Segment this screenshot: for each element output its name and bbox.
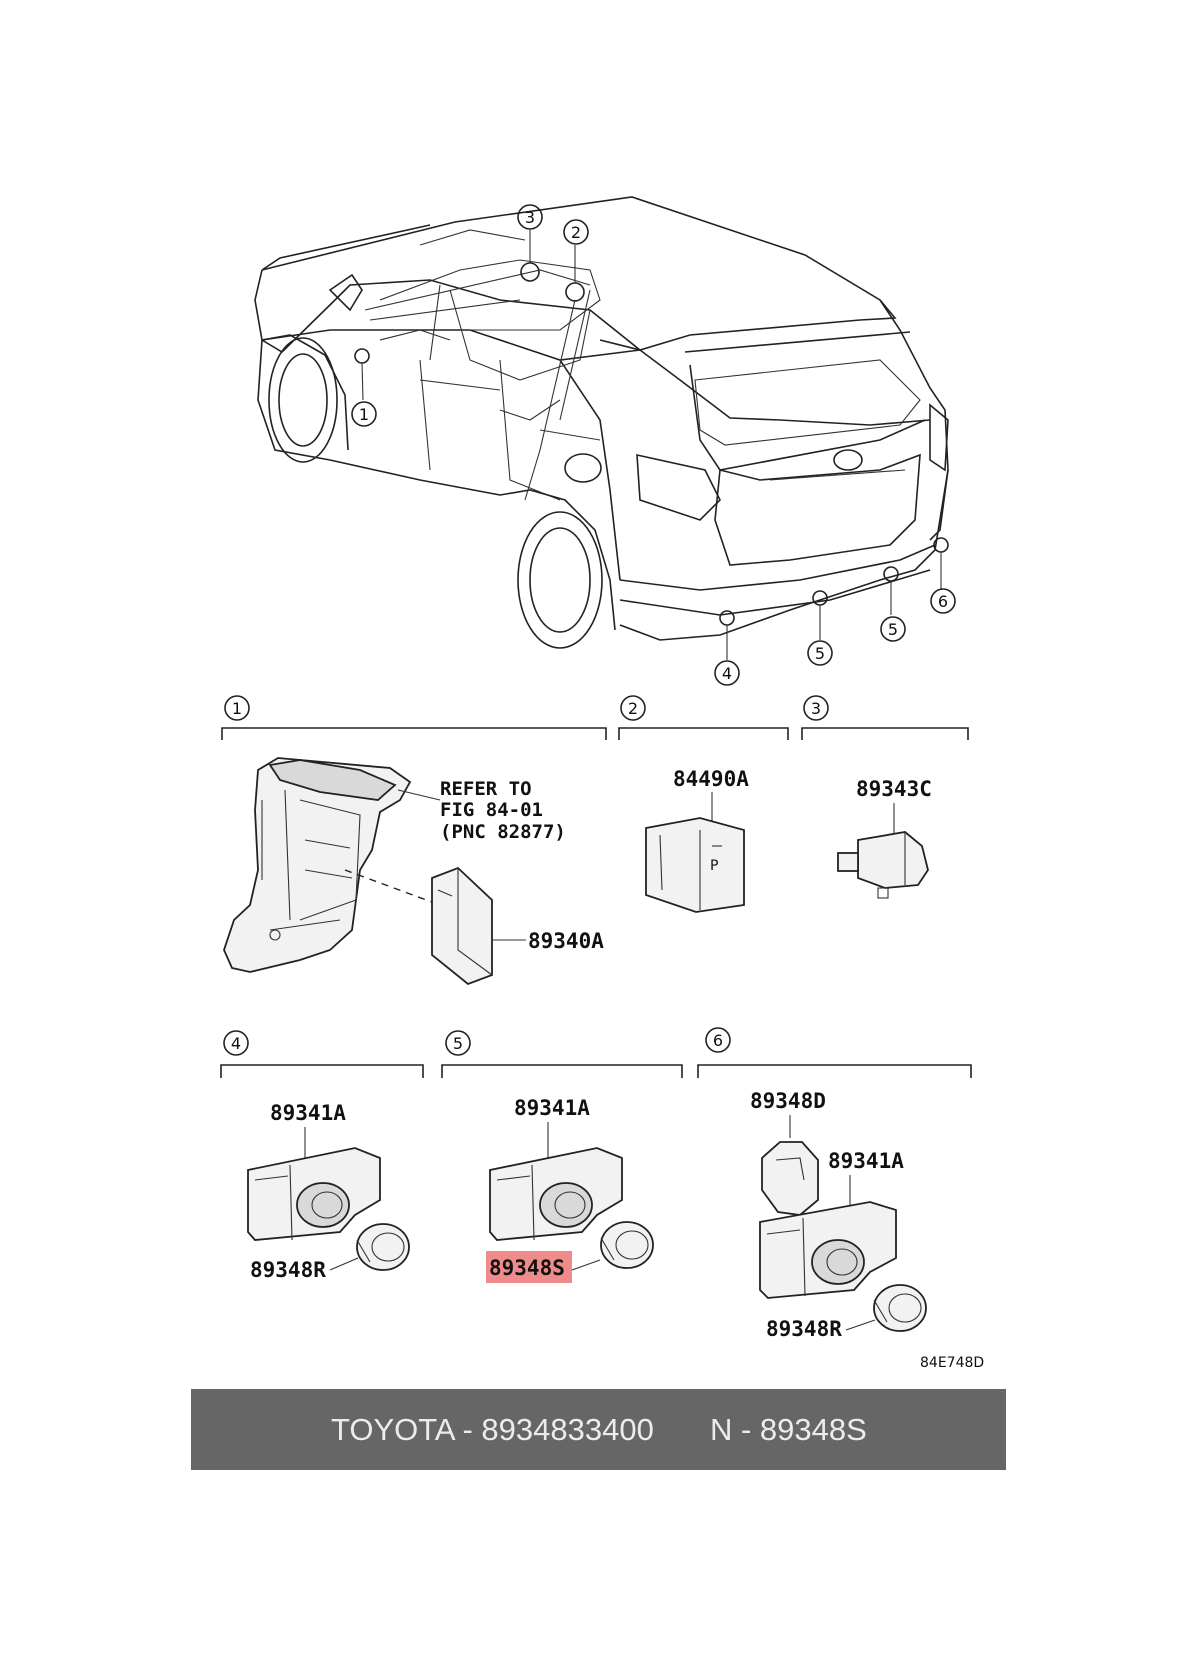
group-4: 4 89341A 89348R: [220, 1030, 424, 1282]
svg-text:1: 1: [232, 699, 242, 718]
svg-text:89348D: 89348D: [750, 1089, 826, 1113]
svg-text:5: 5: [815, 644, 825, 663]
footer-bar: TOYOTA - 8934833400 N - 89348S: [191, 1389, 1006, 1470]
callout-2-vehicle: 2: [563, 219, 589, 245]
bracket-assembly-illustration: [223, 757, 412, 973]
highlighted-part-label: 89348S: [489, 1256, 565, 1280]
group-2: 2 84490A P: [618, 695, 789, 913]
sensor-bracket-illustration: [489, 1147, 623, 1241]
callout-1-vehicle: 1: [351, 401, 377, 427]
svg-text:5: 5: [453, 1034, 463, 1053]
svg-text:2: 2: [628, 699, 638, 718]
svg-text:3: 3: [811, 699, 821, 718]
figure-code: 84E748D: [920, 1355, 984, 1371]
svg-text:89341A: 89341A: [828, 1149, 904, 1173]
sensor-bracket-illustration: [247, 1147, 381, 1241]
highlight-box: [486, 1251, 572, 1283]
svg-text:89341A: 89341A: [270, 1101, 346, 1125]
footer-part-number: TOYOTA - 8934833400: [331, 1411, 654, 1447]
ecu-module-illustration: [431, 866, 493, 986]
svg-text:89348R: 89348R: [766, 1317, 842, 1341]
callout-6-vehicle: 6: [930, 588, 956, 614]
svg-text:84490A: 84490A: [673, 767, 749, 791]
svg-text:4: 4: [722, 664, 732, 683]
svg-text:3: 3: [525, 208, 535, 227]
group-3: 3 89343C: [801, 695, 969, 899]
svg-text:89341A: 89341A: [514, 1096, 590, 1120]
svg-text:89343C: 89343C: [856, 777, 932, 801]
sensor-bezel-illustration: [873, 1284, 927, 1332]
group-5: 5 89341A 89348S: [441, 1030, 683, 1283]
callout-4-vehicle: 4: [714, 660, 740, 686]
switch-illustration: P: [645, 817, 745, 913]
svg-text:6: 6: [938, 592, 948, 611]
svg-text:6: 6: [713, 1031, 723, 1050]
svg-text:P: P: [710, 858, 718, 874]
callout-3-vehicle: 3: [517, 204, 543, 230]
svg-text:4: 4: [231, 1034, 241, 1053]
svg-text:2: 2: [571, 223, 581, 242]
callout-5a-vehicle: 5: [807, 640, 833, 666]
indicator-illustration: [837, 831, 929, 899]
svg-text:REFER TO: REFER TO: [440, 778, 532, 800]
group-6: 6 89348D 89341A 89348R: [697, 1027, 972, 1341]
vehicle-illustration: [254, 196, 949, 660]
svg-text:FIG 84-01: FIG 84-01: [440, 799, 543, 821]
callout-5b-vehicle: 5: [880, 616, 906, 642]
footer-reference: N - 89348S: [710, 1411, 867, 1447]
sensor-cover-illustration: [761, 1141, 819, 1216]
sensor-bezel-illustration: [600, 1221, 654, 1269]
sensor-bezel-illustration: [356, 1223, 410, 1271]
group-1: 1 REFER TO FIG 84-01 (PNC 82877) 89340A: [221, 695, 607, 986]
svg-text:5: 5: [888, 620, 898, 639]
svg-text:(PNC 82877): (PNC 82877): [440, 821, 566, 843]
sensor-bracket-illustration: [759, 1201, 897, 1299]
svg-text:1: 1: [359, 405, 369, 424]
svg-text:89348R: 89348R: [250, 1258, 326, 1282]
svg-text:89340A: 89340A: [528, 929, 604, 953]
